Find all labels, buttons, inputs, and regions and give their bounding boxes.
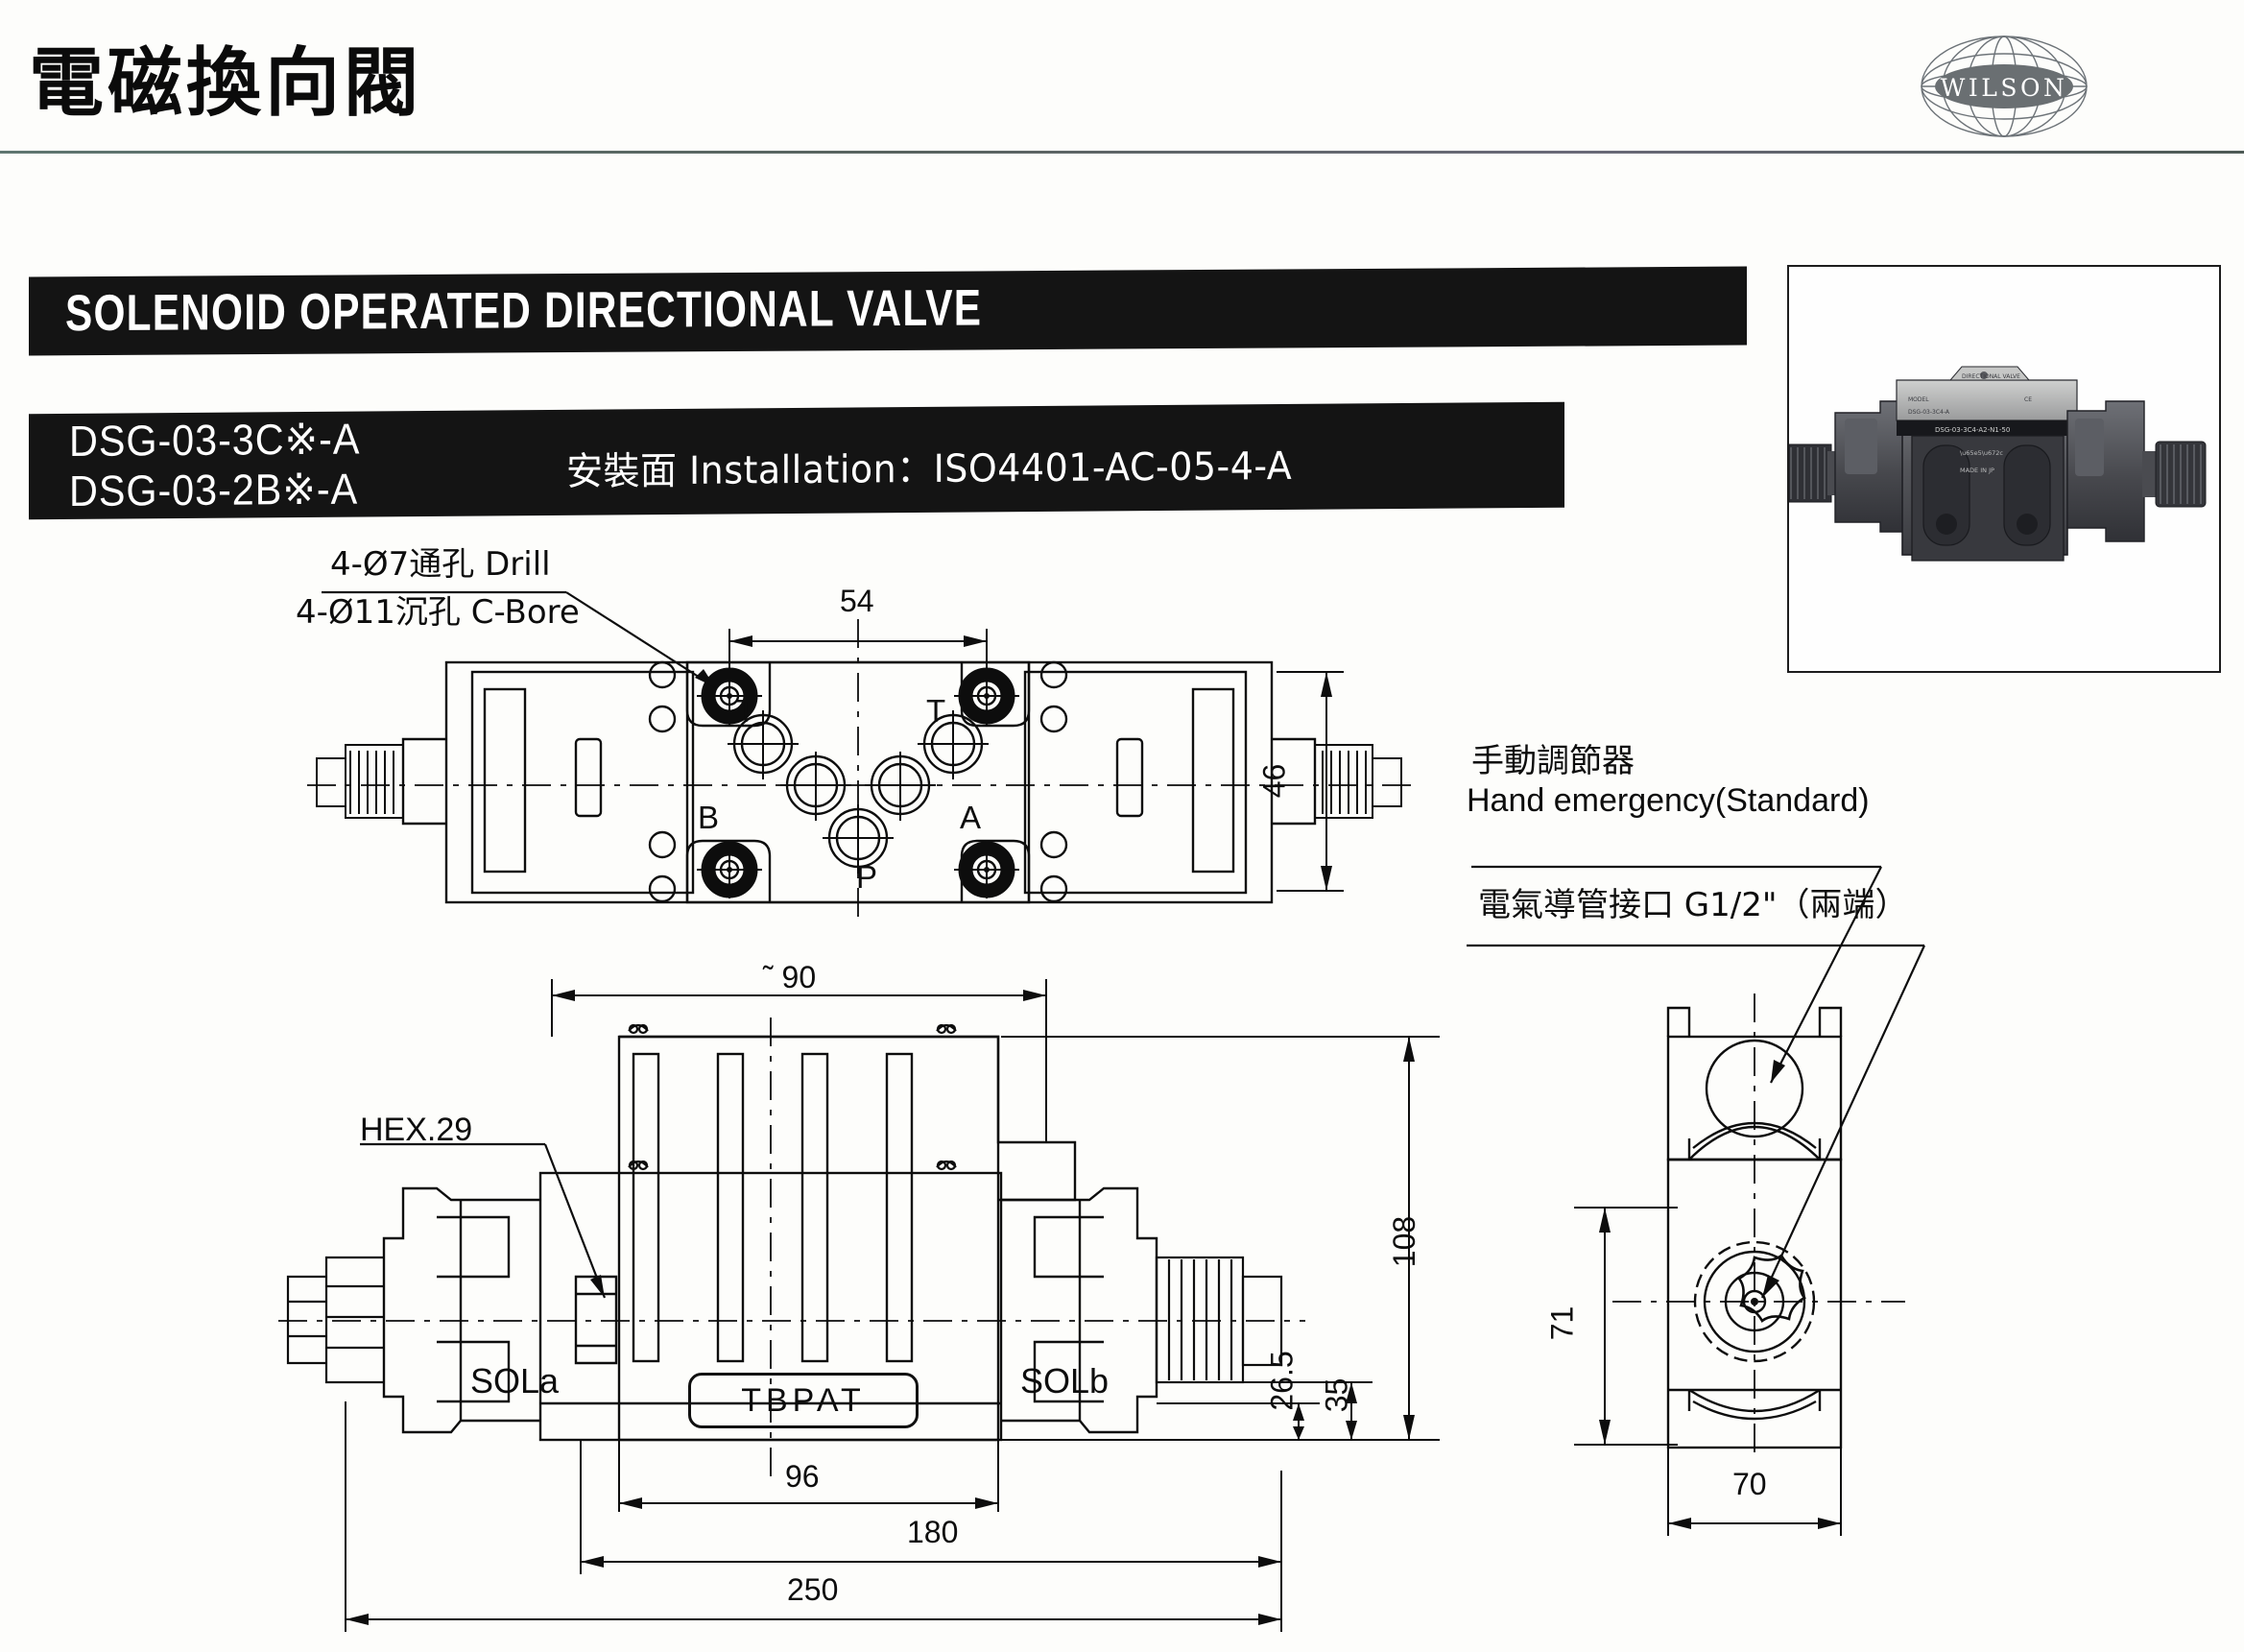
dim-26-5: 26.5: [1264, 1351, 1300, 1411]
conduit-label: 電氣導管接口 G1/2"（兩端）: [1478, 886, 1908, 924]
port-nameplate: TBPAT: [688, 1373, 919, 1428]
nameplate-text: TBPAT: [741, 1381, 866, 1419]
wilson-logo: WILSON: [1860, 27, 2148, 146]
dim-108: 108: [1387, 1215, 1422, 1268]
hand-emergency-label-en: Hand emergency(Standard): [1467, 782, 1870, 819]
svg-text:DIRECTIONAL VALVE: DIRECTIONAL VALVE: [1962, 373, 2020, 380]
hand-emergency-label-zh: 手動調節器: [1471, 742, 1635, 780]
svg-text:\u65e5\u672c: \u65e5\u672c: [1960, 449, 2003, 457]
dim-35: 35: [1319, 1377, 1354, 1413]
port-label-t-right: T: [926, 693, 946, 729]
cbore-note: 4-Ø11沉孔 C-Bore: [296, 593, 580, 632]
dim-70: 70: [1732, 1467, 1767, 1501]
svg-text:MADE IN JP: MADE IN JP: [1960, 467, 1994, 474]
drill-note: 4-Ø7通孔 Drill: [330, 545, 551, 584]
port-label-t-left: T: [736, 693, 756, 729]
solenoid-a-label: SOLa: [470, 1361, 560, 1401]
product-photo-frame: DIRECTIONAL VALVE MODEL DSG-03-3C4-A CE …: [1787, 265, 2221, 673]
header-divider: [0, 151, 2244, 154]
dim-96: 96: [785, 1459, 820, 1494]
svg-text:CE: CE: [2024, 396, 2032, 403]
page-title: 電磁換向閥: [29, 40, 423, 127]
product-photo: DIRECTIONAL VALVE MODEL DSG-03-3C4-A CE …: [1789, 366, 2207, 562]
dim-54: 54: [840, 584, 874, 618]
dim-46: 46: [1256, 763, 1292, 799]
dim-250: 250: [787, 1572, 839, 1607]
svg-text:WILSON: WILSON: [1941, 74, 2068, 102]
port-label-b: B: [698, 800, 720, 835]
port-label-a: A: [960, 800, 982, 835]
svg-text:DSG-03-3C4-A2-N1-50: DSG-03-3C4-A2-N1-50: [1935, 426, 2010, 434]
solenoid-b-label: SOLb: [1020, 1361, 1110, 1401]
hex-label: HEX.29: [360, 1112, 473, 1148]
port-label-p: P: [856, 859, 878, 895]
dim-180: 180: [907, 1515, 959, 1549]
svg-text:MODEL: MODEL: [1908, 396, 1929, 403]
dim-90: ˜ 90: [763, 960, 817, 994]
dim-71: 71: [1544, 1305, 1580, 1341]
svg-text:DSG-03-3C4-A: DSG-03-3C4-A: [1908, 409, 1950, 416]
